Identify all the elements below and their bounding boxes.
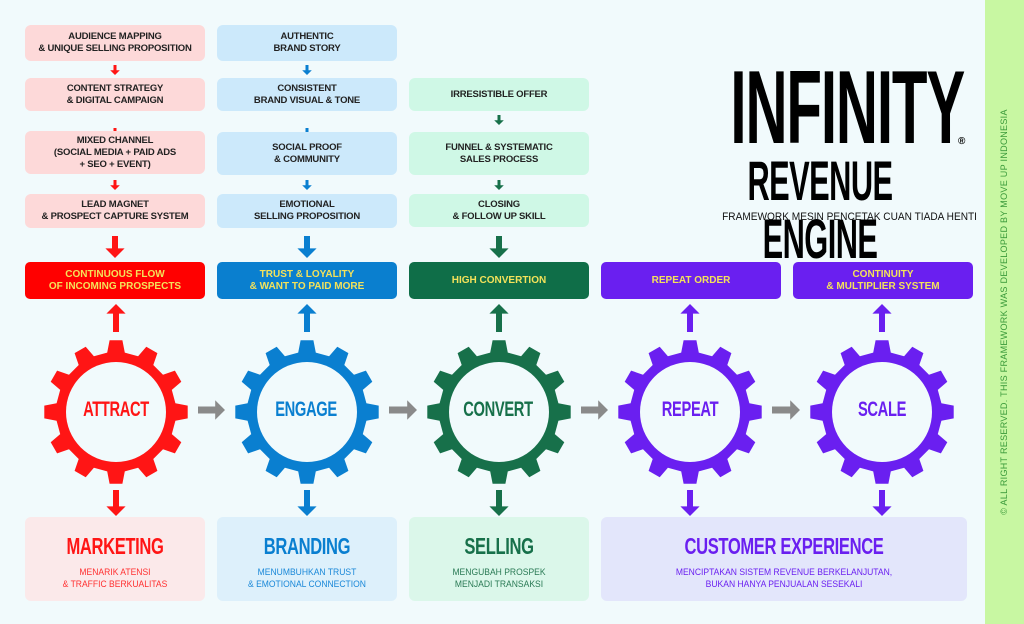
step-arrow-down-icon [494, 180, 504, 190]
pillar-desc: MENARIK ATENSI & TRAFFIC BERKUALITAS [62, 567, 168, 590]
pillar-desc: MENGUBAH PROSPEK MENJADI TRANSAKSI [452, 567, 546, 590]
step-arrow-down-icon [110, 180, 120, 190]
gear-up-arrow-icon [297, 304, 317, 332]
title-revenue-engine: REVENUE ENGINE [747, 149, 893, 270]
title-infinity: INFINITY [730, 50, 965, 166]
gear-repeat-label: REPEAT [661, 398, 719, 421]
outcome-arrow-down-icon [297, 236, 317, 258]
step-arrow-down-icon [494, 115, 504, 125]
repeat-outcome: REPEAT ORDER [601, 262, 781, 299]
engage-step-4: EMOTIONAL SELLING PROPOSITION [217, 194, 397, 228]
pillar-selling: SELLING MENGUBAH PROSPEK MENJADI TRANSAK… [409, 517, 589, 601]
gear-scale-label: SCALE [857, 398, 907, 421]
attract-step-1: AUDIENCE MAPPING & UNIQUE SELLING PROPOS… [25, 25, 205, 61]
gear-engage-label: ENGAGE [275, 398, 337, 421]
pillar-title: BRANDING [263, 533, 351, 559]
copyright-strip [985, 0, 1024, 624]
registered-mark: ® [958, 136, 966, 147]
attract-step-3: MIXED CHANNEL (SOCIAL MEDIA + PAID ADS +… [25, 131, 205, 174]
convert-step-2: FUNNEL & SYSTEMATIC SALES PROCESS [409, 132, 589, 175]
gear-down-arrow-icon [106, 490, 126, 516]
gear-down-arrow-icon [489, 490, 509, 516]
pillar-title: MARKETING [66, 533, 164, 559]
pillar-title: CUSTOMER EXPERIENCE [684, 533, 884, 559]
attract-outcome: CONTINUOUS FLOW OF INCOMING PROSPECTS [25, 262, 205, 299]
engage-step-2: CONSISTENT BRAND VISUAL & TONE [217, 78, 397, 111]
convert-step-3: CLOSING & FOLLOW UP SKILL [409, 194, 589, 227]
pillar-branding: BRANDING MENUMBUHKAN TRUST & EMOTIONAL C… [217, 517, 397, 601]
gear-attract-hub [66, 362, 166, 462]
connector-arrow-right-icon [389, 400, 417, 420]
engage-step-3: SOCIAL PROOF & COMMUNITY [217, 132, 397, 175]
gear-scale-hub [832, 362, 932, 462]
attract-step-2: CONTENT STRATEGY & DIGITAL CAMPAIGN [25, 78, 205, 111]
gear-down-arrow-icon [872, 490, 892, 516]
engage-outcome: TRUST & LOYALITY & WANT TO PAID MORE [217, 262, 397, 299]
attract-step-4: LEAD MAGNET & PROSPECT CAPTURE SYSTEM [25, 194, 205, 228]
gear-convert-hub [449, 362, 549, 462]
gear-engage-hub [257, 362, 357, 462]
connector-arrow-right-icon [581, 400, 608, 420]
connector-arrow-right-icon [198, 400, 225, 420]
step-arrow-down-icon [302, 65, 312, 75]
gear-down-arrow-icon [297, 490, 317, 516]
gear-convert-label: CONVERT [463, 398, 533, 421]
engage-step-1: AUTHENTIC BRAND STORY [217, 25, 397, 61]
convert-outcome: HIGH CONVERTION [409, 262, 589, 299]
step-arrow-down-icon [302, 180, 312, 190]
outcome-arrow-down-icon [489, 236, 509, 258]
outcome-arrow-down-icon [105, 236, 125, 258]
gear-repeat-hub [640, 362, 740, 462]
gear-down-arrow-icon [680, 490, 700, 516]
pillar-title: SELLING [464, 533, 534, 559]
step-arrow-down-icon [110, 65, 120, 75]
gear-up-arrow-icon [489, 304, 509, 332]
gear-up-arrow-icon [106, 304, 126, 332]
gear-up-arrow-icon [680, 304, 700, 332]
pillar-desc: MENUMBUHKAN TRUST & EMOTIONAL CONNECTION [248, 567, 366, 590]
pillar-customer-experience: CUSTOMER EXPERIENCE MENCIPTAKAN SISTEM R… [601, 517, 967, 601]
gear-up-arrow-icon [872, 304, 892, 332]
copyright-text: © ALL RIGHT RESERVED. THIS FRAMEWORK WAS… [999, 109, 1009, 515]
gear-attract-label: ATTRACT [83, 398, 149, 421]
pillar-marketing: MARKETING MENARIK ATENSI & TRAFFIC BERKU… [25, 517, 205, 601]
connector-arrow-right-icon [772, 400, 800, 420]
pillar-desc: MENCIPTAKAN SISTEM REVENUE BERKELANJUTAN… [675, 567, 893, 590]
scale-outcome: CONTINUITY & MULTIPLIER SYSTEM [793, 262, 973, 299]
convert-step-1: IRRESISTIBLE OFFER [409, 78, 589, 111]
subtitle: FRAMEWORK MESIN PENCETAK CUAN TIADA HENT… [722, 211, 977, 223]
